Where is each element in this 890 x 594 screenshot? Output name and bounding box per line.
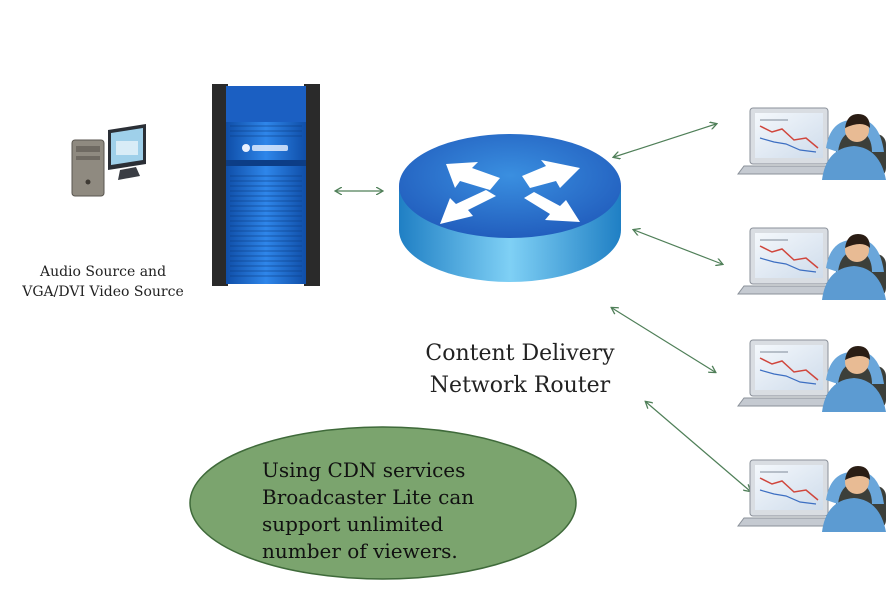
- router-label: Content Delivery Network Router: [395, 338, 645, 402]
- encoder-logo-icon: [242, 144, 288, 152]
- encoder-vents: [230, 125, 302, 277]
- source-label-line-1: Audio Source and: [39, 264, 167, 280]
- viewer-2: [737, 227, 886, 300]
- callout-bubble: [189, 426, 577, 580]
- source-label-line-2: VGA/DVI Video Source: [22, 284, 184, 300]
- callout-line-4: number of viewers.: [262, 539, 458, 563]
- callout-line-2: Broadcaster Lite can: [262, 485, 475, 509]
- callout-line-3: support unlimited: [262, 512, 444, 536]
- viewer-4: [737, 459, 886, 532]
- router-label-line-2: Network Router: [429, 373, 611, 398]
- computer-icon: [71, 124, 146, 197]
- callout-line-1: Using CDN services: [262, 458, 466, 482]
- router-icon: [399, 134, 621, 282]
- source-label: Audio Source and VGA/DVI Video Source: [14, 262, 192, 302]
- router-label-line-1: Content Delivery: [425, 341, 615, 366]
- viewer-1: [737, 107, 886, 180]
- callout-text: Using CDN services Broadcaster Lite can …: [262, 457, 522, 565]
- arrow-router-viewer-3: [612, 308, 715, 372]
- viewer-3: [737, 339, 886, 412]
- arrow-router-viewer-2: [634, 230, 722, 264]
- arrow-router-viewer-4: [646, 402, 750, 491]
- arrow-router-viewer-1: [614, 124, 716, 157]
